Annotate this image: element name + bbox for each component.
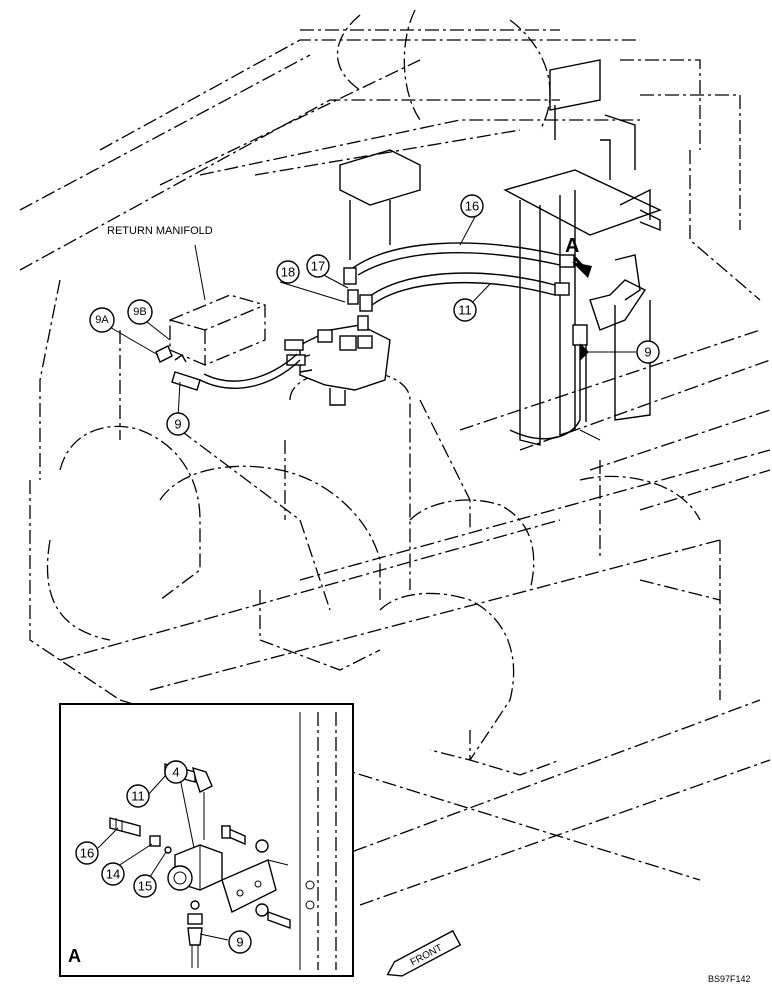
callout-16: 16: [460, 194, 484, 218]
svg-text:17: 17: [311, 259, 325, 274]
inset-callout-4: 4: [164, 760, 188, 784]
callout-11: 11: [453, 298, 477, 322]
frame-outlines: [19, 9, 771, 906]
svg-text:4: 4: [172, 765, 179, 780]
view-letter-a: A: [565, 235, 579, 257]
svg-text:9: 9: [644, 345, 651, 360]
inset-callout-15: 15: [133, 874, 157, 898]
drawing-code: BS97F142: [708, 974, 751, 984]
front-arrow: FRONT: [386, 929, 462, 977]
svg-text:9A: 9A: [95, 314, 109, 326]
svg-text:11: 11: [458, 303, 472, 318]
swivel-valve: [284, 324, 391, 406]
callout-9-left: 9: [166, 412, 190, 436]
view-arrow: [572, 256, 592, 278]
svg-text:14: 14: [106, 867, 120, 882]
svg-text:9: 9: [174, 417, 181, 432]
callout-9-right: 9: [636, 340, 660, 364]
inset-callout-14: 14: [101, 862, 125, 886]
return-manifold-label: RETURN MANIFOLD: [107, 225, 213, 237]
callout-17: 17: [306, 254, 330, 278]
svg-text:16: 16: [80, 846, 94, 861]
inset-callout-9: 9: [228, 930, 252, 954]
svg-text:18: 18: [281, 265, 295, 280]
return-manifold: [169, 294, 266, 366]
inset-letter-a: A: [68, 946, 81, 966]
hose-routing: [155, 242, 588, 440]
callout-9b: 9B: [127, 299, 153, 325]
inset-callout-11: 11: [126, 784, 150, 808]
svg-text:16: 16: [465, 199, 479, 214]
svg-text:9B: 9B: [133, 306, 146, 318]
callout-9a: 9A: [89, 307, 115, 333]
inset-callout-16: 16: [75, 841, 99, 865]
callout-18: 18: [276, 260, 300, 284]
svg-text:9: 9: [236, 935, 243, 950]
detail-inset: [59, 703, 354, 977]
svg-text:15: 15: [138, 879, 152, 894]
svg-text:11: 11: [131, 789, 145, 804]
mounting-bracket: [503, 114, 662, 446]
